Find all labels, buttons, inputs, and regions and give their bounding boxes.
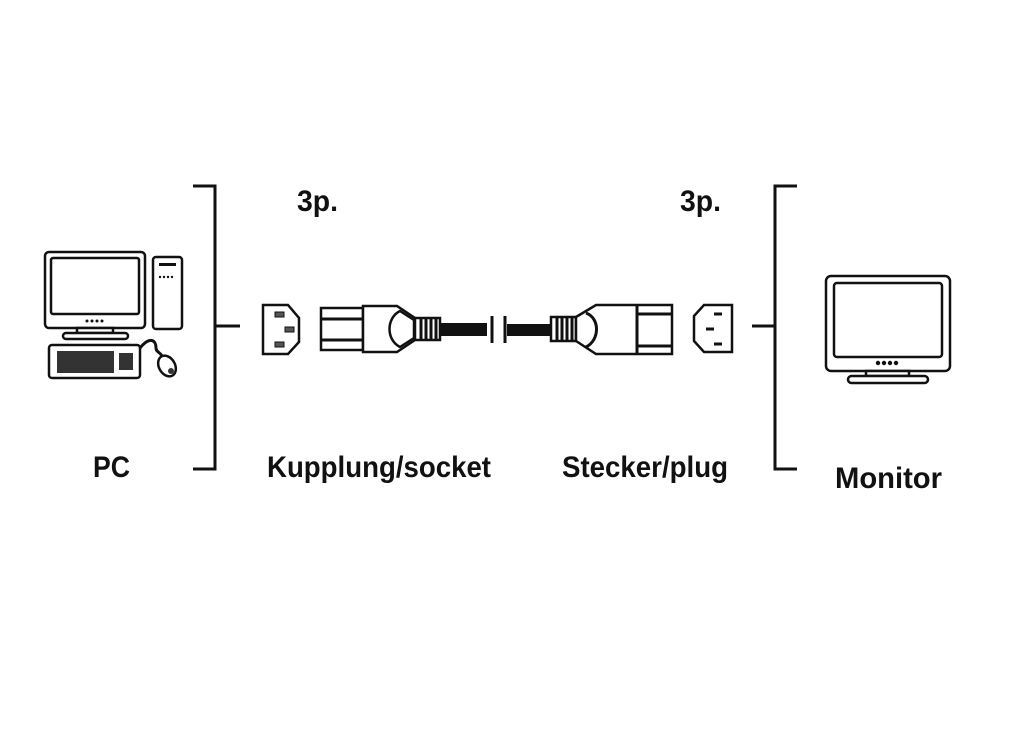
power-cable-icon [319, 303, 674, 356]
c14-plug-inlet-icon [692, 303, 734, 354]
monitor-bracket [752, 184, 797, 471]
monitor-label: Monitor [835, 462, 942, 495]
socket-label: Kupplung/socket [267, 451, 491, 484]
c13-socket-icon [261, 303, 301, 356]
monitor-icon [824, 274, 952, 385]
pc-bracket [193, 184, 240, 471]
pc-computer-icon [43, 250, 184, 380]
pin-count-left-label: 3p. [297, 185, 338, 218]
plug-label: Stecker/plug [562, 451, 728, 484]
pin-count-right-label: 3p. [680, 185, 721, 218]
pc-label: PC [93, 451, 130, 484]
